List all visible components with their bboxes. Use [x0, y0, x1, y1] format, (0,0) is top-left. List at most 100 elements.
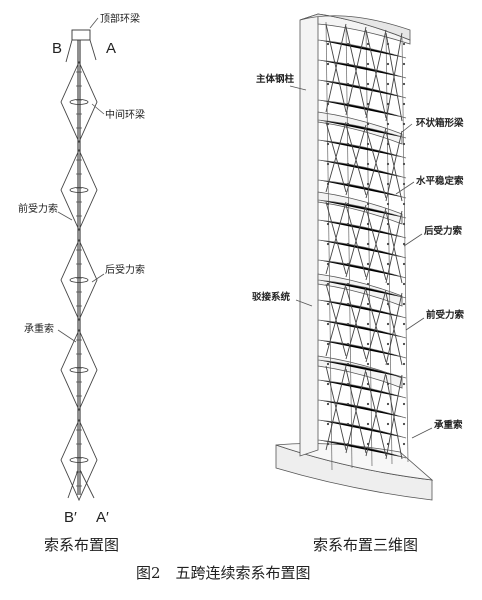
connection-node: [346, 82, 350, 86]
leader-connection-system: [295, 299, 313, 307]
label-middle-ring-beam: 中间环梁: [105, 108, 145, 121]
connection-node: [346, 162, 350, 166]
connection-node: [366, 402, 370, 406]
connection-node: [386, 122, 390, 126]
connection-node: [386, 142, 390, 146]
top-ring-beam-face: [299, 13, 411, 41]
horizontal-glass-line: [317, 339, 407, 359]
connection-node: [386, 162, 390, 166]
connection-node: [402, 202, 406, 206]
label-connection-system: 驳接系统: [252, 291, 291, 303]
horizontal-glass-line: [317, 399, 407, 419]
connection-node: [346, 122, 350, 126]
cable-diagonal: [325, 201, 347, 275]
connection-node: [386, 282, 390, 286]
connection-node: [402, 282, 406, 286]
connection-node: [346, 442, 350, 446]
cable-diagonal: [345, 124, 367, 196]
bottom-brace-right: [79, 469, 95, 499]
connection-node: [326, 262, 330, 266]
connection-node: [346, 202, 350, 206]
label-front-cable: 前受力索: [18, 202, 58, 215]
connection-node: [386, 322, 390, 326]
connection-node: [366, 362, 370, 366]
leader-top-ring-beam: [89, 17, 99, 29]
cable-net-3d: [317, 21, 409, 471]
label-ring-box-beam: 环状箱形梁: [416, 117, 464, 129]
connection-node: [346, 322, 350, 326]
connection-node: [386, 82, 390, 86]
cable-diagonal: [365, 289, 387, 363]
connection-node: [402, 322, 406, 326]
ring-box-beam: [317, 273, 403, 307]
label-rear-cable: 后受力索: [105, 263, 145, 276]
vertical-mullion: [345, 25, 353, 469]
connection-node: [326, 222, 330, 226]
connection-node: [386, 222, 390, 226]
connection-node: [346, 362, 350, 366]
connection-node: [346, 62, 350, 66]
horizontal-glass-line: [317, 179, 407, 199]
leader-bearing-cable: [57, 329, 77, 343]
top-ring-beam-symbol: [71, 29, 91, 41]
connection-node: [386, 402, 390, 406]
cable-diagonal: [365, 207, 387, 281]
connection-node: [346, 182, 350, 186]
connection-node: [386, 342, 390, 346]
cable-diagonal: [345, 286, 367, 360]
connection-node: [402, 42, 406, 46]
connection-node: [386, 422, 390, 426]
cable-diagonal: [345, 204, 367, 278]
horizontal-glass-line: [317, 59, 407, 79]
connection-node: [346, 102, 350, 106]
connection-node: [366, 282, 370, 286]
connection-node: [346, 222, 350, 226]
connection-node: [402, 182, 406, 186]
connection-node: [366, 142, 370, 146]
connection-node: [402, 222, 406, 226]
connection-node: [326, 282, 330, 286]
cable-diamond-span: [60, 148, 98, 232]
connection-node: [402, 122, 406, 126]
section-label-b: B: [52, 40, 62, 57]
middle-ring-beam-symbol: [69, 457, 89, 463]
connection-node: [346, 382, 350, 386]
connection-node: [402, 162, 406, 166]
cable-diagonal: [385, 130, 403, 202]
leader-ring-box-beam: [401, 123, 413, 133]
connection-node: [366, 302, 370, 306]
caption-cable-layout: 索系布置图: [44, 536, 119, 554]
connection-node: [326, 42, 330, 46]
connection-node: [346, 242, 350, 246]
connection-node: [366, 242, 370, 246]
cable-diagonal: [365, 127, 387, 199]
horizontal-glass-line: [317, 99, 407, 119]
connection-node: [366, 262, 370, 266]
middle-ring-beam-symbol: [69, 187, 89, 193]
label-bearing-cable: 承重索: [24, 322, 54, 335]
connection-node: [366, 42, 370, 46]
cable-diamond-span: [60, 418, 98, 502]
leader-bearing-cable-3d: [411, 427, 433, 439]
connection-node: [366, 442, 370, 446]
connection-node: [386, 242, 390, 246]
connection-node: [366, 82, 370, 86]
connection-node: [326, 362, 330, 366]
horizontal-glass-line: [317, 379, 407, 399]
connection-node: [402, 62, 406, 66]
connection-node: [366, 162, 370, 166]
vertical-mullion: [401, 37, 409, 463]
horizontal-glass-line: [317, 39, 407, 59]
leader-front-cable-3d: [405, 317, 425, 331]
connection-node: [346, 402, 350, 406]
cable-diamond-span: [60, 60, 98, 144]
cable-diagonal: [345, 26, 367, 116]
cable-diagonal: [345, 368, 367, 454]
cable-layout-elevation: B A B′ A′ 顶部环梁 中间环梁 前受力索 后受力索 承重索 索系布置图: [18, 12, 145, 554]
connection-node: [326, 402, 330, 406]
connection-node: [386, 202, 390, 206]
connection-node: [402, 262, 406, 266]
cable-diagonal: [365, 371, 387, 457]
horizontal-glass-line: [317, 439, 407, 459]
connection-node: [326, 202, 330, 206]
